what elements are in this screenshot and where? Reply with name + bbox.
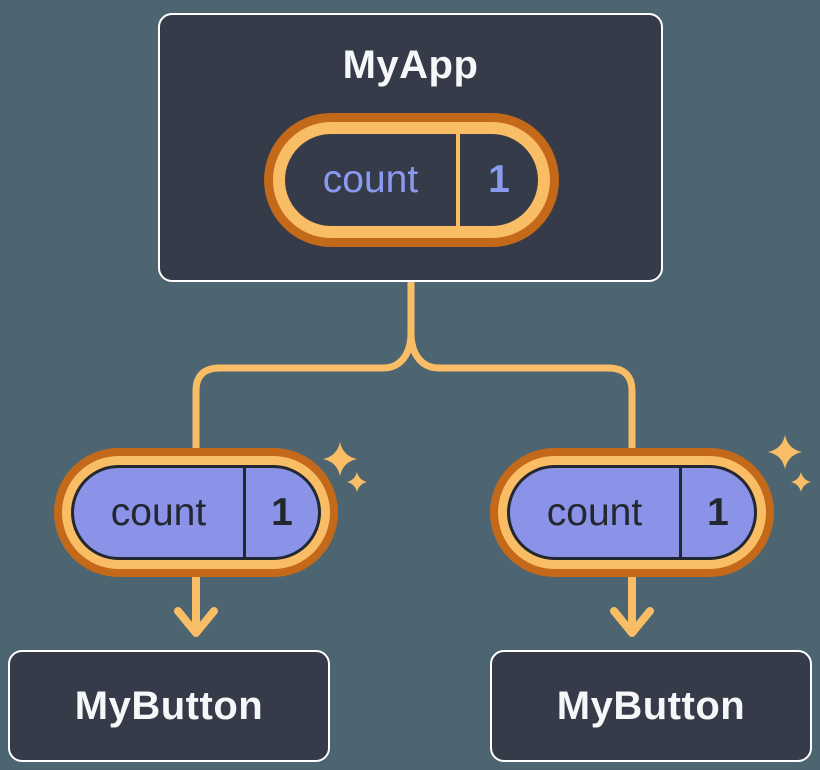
- state-pill-ring: count 1: [273, 122, 550, 238]
- connector-right: [407, 282, 636, 462]
- arrow-down-icon: [610, 568, 654, 637]
- sparkle-icon: [768, 435, 802, 469]
- state-name-label: count: [322, 158, 419, 201]
- child-component-node: MyButton: [8, 650, 330, 762]
- pill-divider: [679, 468, 682, 557]
- sparkle-icon: [323, 442, 357, 476]
- prop-value-label: 1: [271, 490, 293, 534]
- prop-name-label: count: [546, 490, 643, 534]
- pill-divider: [243, 468, 246, 557]
- prop-value-label: 1: [707, 490, 729, 534]
- prop-pill-body: count 1: [71, 465, 321, 560]
- state-value-label: 1: [488, 158, 510, 201]
- prop-pill: count 1: [490, 448, 774, 577]
- prop-pill-ring: count 1: [62, 456, 330, 569]
- prop-name-label: count: [110, 490, 207, 534]
- connector-left: [192, 282, 415, 462]
- prop-pill: count 1: [54, 448, 338, 577]
- state-pill: count 1: [264, 113, 559, 247]
- sparkle-icon: [347, 472, 367, 492]
- state-pill-body: count 1: [285, 134, 538, 226]
- arrow-down-icon: [174, 568, 218, 637]
- prop-pill-ring: count 1: [498, 456, 766, 569]
- sparkle-icon: [791, 472, 811, 492]
- pill-divider: [456, 134, 460, 226]
- child-component-node: MyButton: [490, 650, 812, 762]
- prop-pill-body: count 1: [507, 465, 757, 560]
- root-component-node: MyApp count 1: [158, 13, 663, 282]
- component-label: MyButton: [74, 683, 264, 728]
- component-label: MyButton: [556, 683, 746, 728]
- component-label: MyApp: [342, 43, 479, 87]
